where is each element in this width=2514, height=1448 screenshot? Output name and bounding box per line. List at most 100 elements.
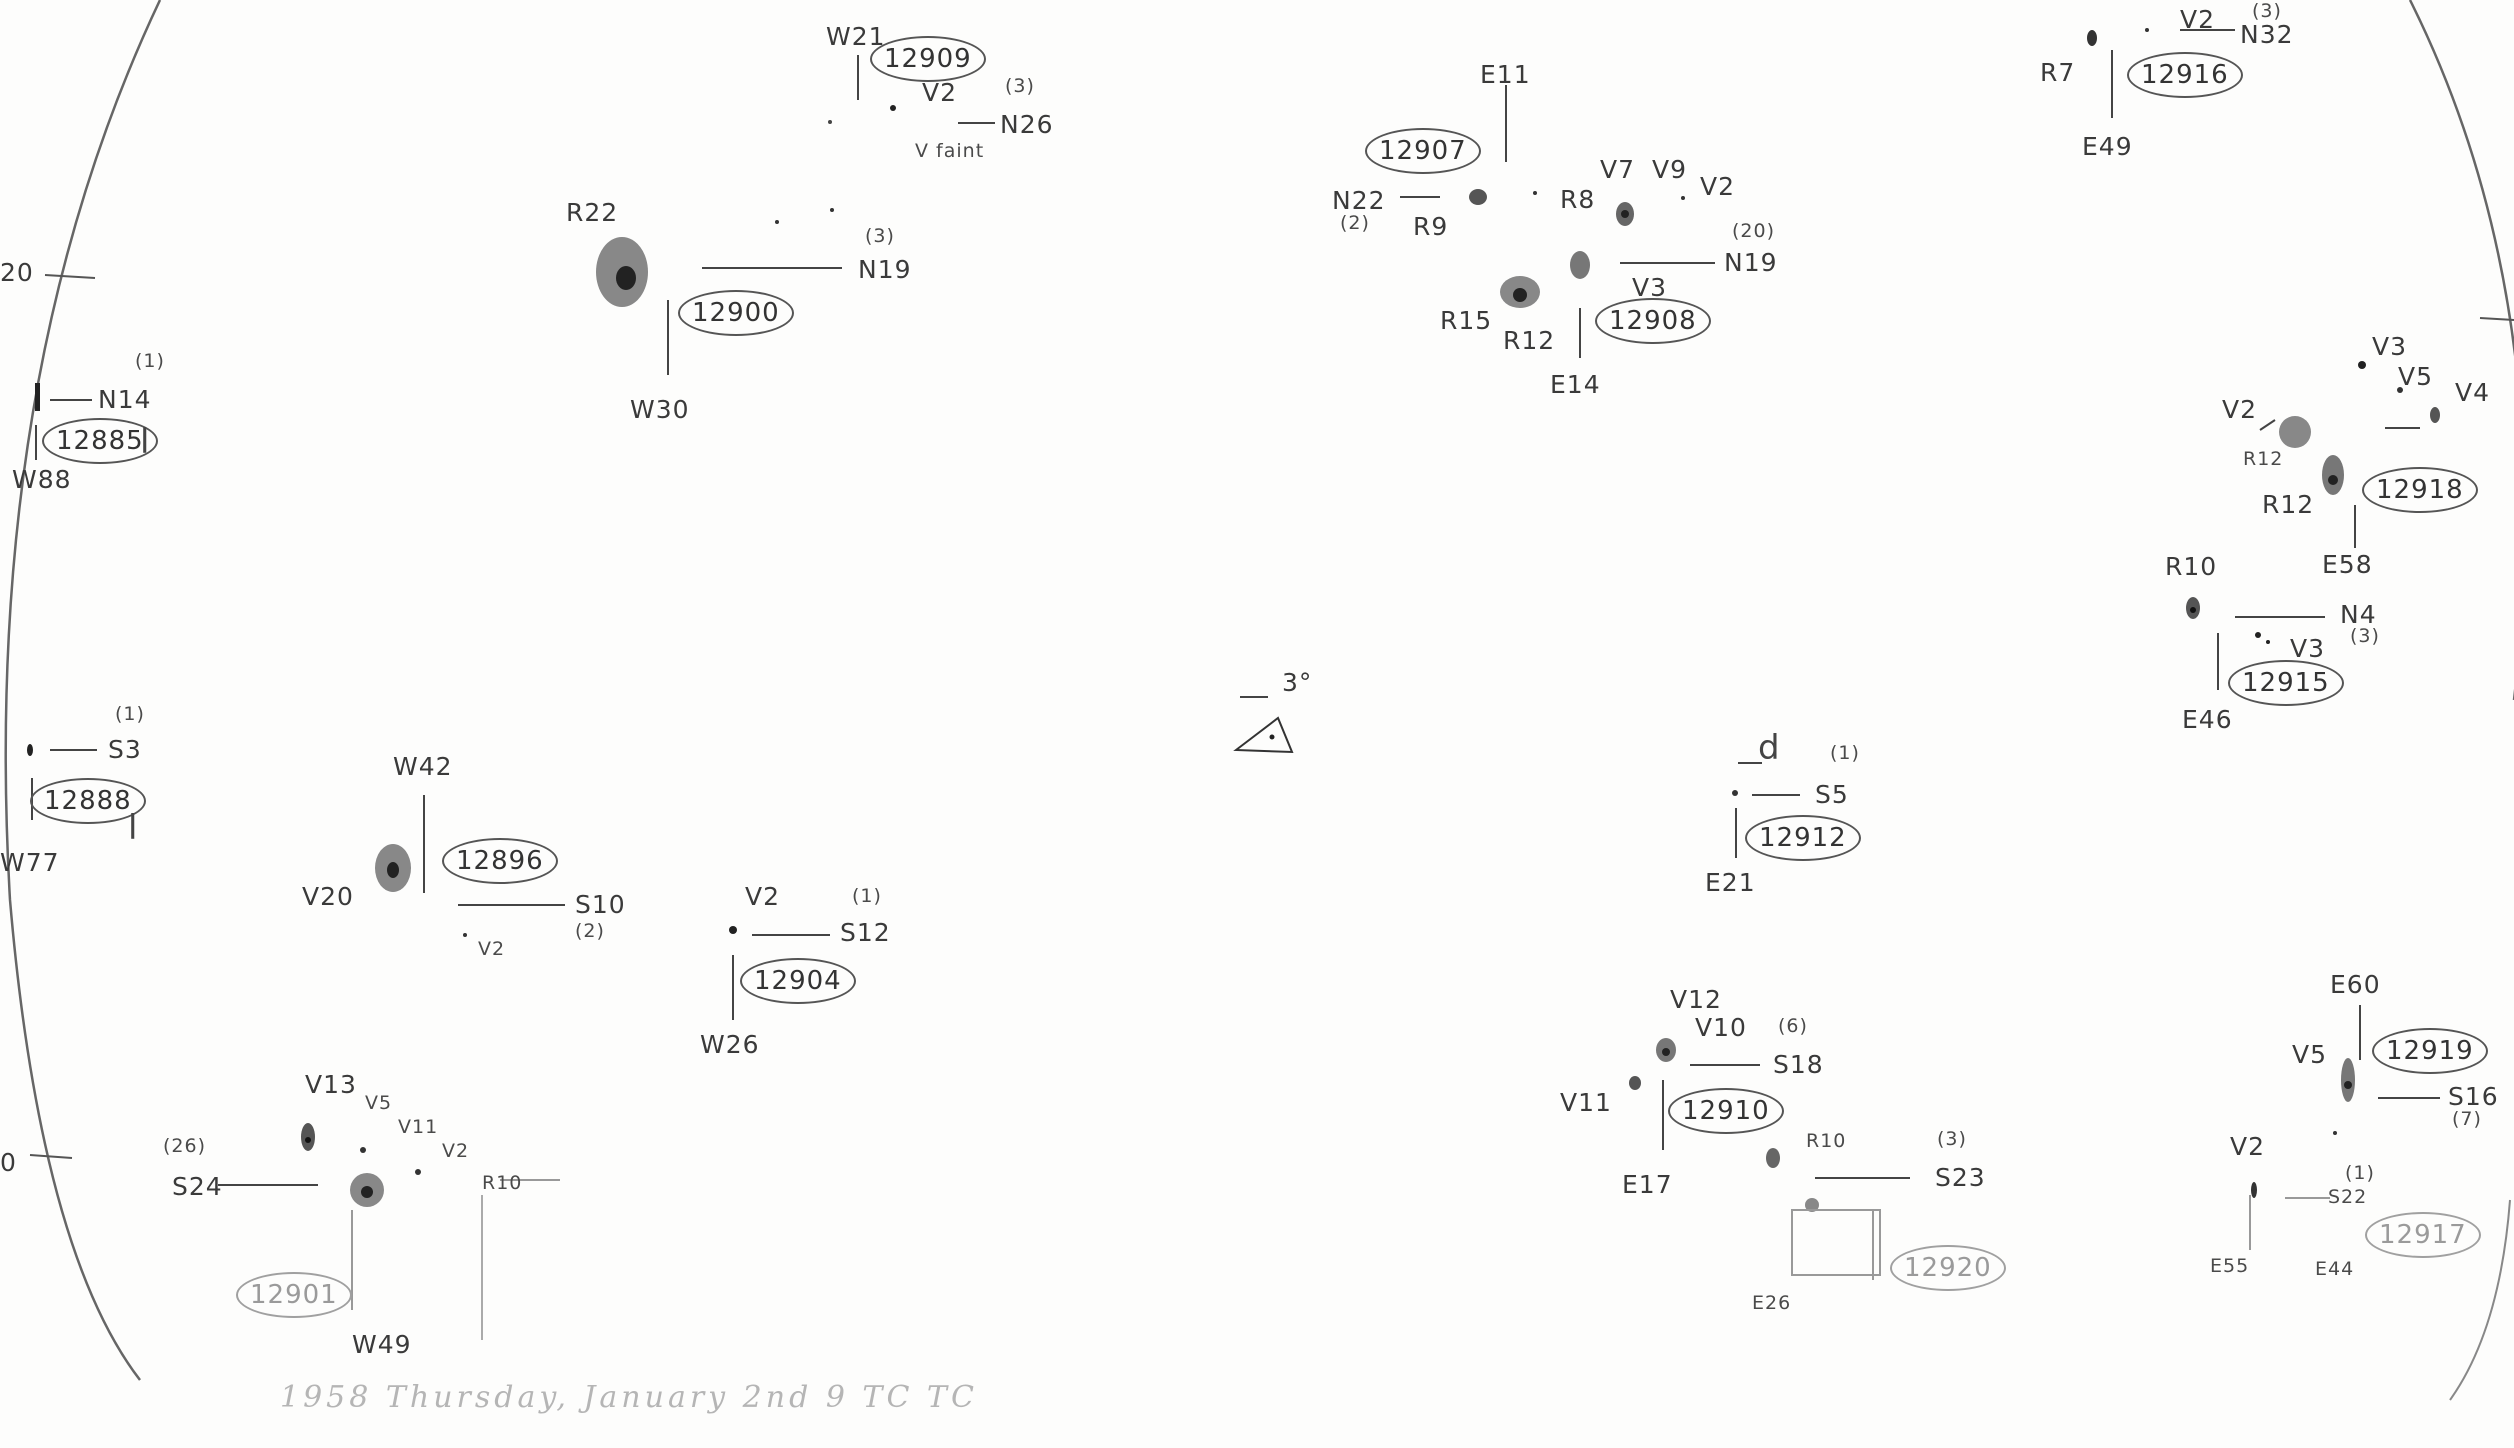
spot-count: (2) <box>1340 212 1370 234</box>
region-number: 12910 <box>1668 1088 1784 1134</box>
longitude-label: W88 <box>12 465 72 494</box>
center-degree-label: 3° <box>1282 668 1313 697</box>
longitude-label: E55 <box>2210 1255 2250 1277</box>
latitude-label: S16 <box>2448 1082 2499 1111</box>
latitude-label: S22 <box>2328 1186 2368 1208</box>
spot-count: (1) <box>1830 742 1860 764</box>
spot-count: (1) <box>135 350 165 372</box>
spot-label-v5: V5 <box>365 1092 393 1114</box>
spot-label-v10: V10 <box>1695 1013 1747 1042</box>
spot-count: (20) <box>1732 220 1776 242</box>
spot-label-v9: V9 <box>1652 155 1688 184</box>
latitude-label: S12 <box>840 918 891 947</box>
spot-note: V faint <box>915 140 985 162</box>
region-number: 12896 <box>442 838 558 884</box>
region-number: 12900 <box>678 290 794 336</box>
group-mark: l <box>128 808 139 848</box>
spot-label-v2: V2 <box>442 1140 470 1162</box>
spot-label-v4: V4 <box>2455 378 2491 407</box>
spot-count: (3) <box>2350 625 2380 647</box>
group-mark: d <box>1758 728 1781 768</box>
spot-label-v2: V2 <box>2222 395 2258 424</box>
spot-label-v20: V20 <box>302 882 354 911</box>
spot-count: (3) <box>2252 0 2282 22</box>
spot-label-v13: V13 <box>305 1070 357 1099</box>
spot-count: (1) <box>2345 1162 2375 1184</box>
spot-label: R10 <box>1806 1130 1847 1152</box>
spot-count: (1) <box>852 885 882 907</box>
region-number: 12885 <box>42 418 158 464</box>
longitude-label: E21 <box>1705 868 1756 897</box>
region-number: 12904 <box>740 958 856 1004</box>
region-number: 12920 <box>1890 1245 2006 1291</box>
spot-count: (26) <box>163 1135 207 1157</box>
latitude-label: N19 <box>858 255 912 284</box>
group-mark: l <box>140 422 151 462</box>
region-number: 12901 <box>236 1272 352 1318</box>
longitude-label: W49 <box>352 1330 412 1359</box>
region-number: 12909 <box>870 36 986 82</box>
spot-label: V2 <box>745 882 781 911</box>
spot-count: (1) <box>115 703 145 725</box>
spot-label-r12a: R12 <box>2243 448 2284 470</box>
spot-label-v11: V11 <box>398 1116 439 1138</box>
latitude-label: S18 <box>1773 1050 1824 1079</box>
latitude-label: N14 <box>98 385 152 414</box>
top-label: E60 <box>2330 970 2381 999</box>
longitude-label: E14 <box>1550 370 1601 399</box>
spot-label-r10: R10 <box>482 1172 523 1194</box>
spot-label: R22 <box>566 198 619 227</box>
spot-label: R7 <box>2040 58 2076 87</box>
latitude-label: S3 <box>108 735 142 764</box>
spot-label: R10 <box>2165 552 2218 581</box>
spot-count: (6) <box>1778 1015 1808 1037</box>
spot-label-v7: V7 <box>1600 155 1636 184</box>
edge-label-20: 20 <box>0 258 34 287</box>
region-number: 12888 <box>30 778 146 824</box>
region-number: 12917 <box>2365 1212 2481 1258</box>
spot-count: (3) <box>1937 1128 1967 1150</box>
latitude-label: S10 <box>575 890 626 919</box>
region-number: 12915 <box>2228 660 2344 706</box>
spot-label-v2: V2 <box>1700 172 1736 201</box>
spot-label-v: V3 <box>2290 634 2326 663</box>
region-number: 12916 <box>2127 52 2243 98</box>
spot-count: (2) <box>575 920 605 942</box>
spot-label: R9 <box>1413 212 1449 241</box>
latitude-label: N32 <box>2240 20 2294 49</box>
spot-label-v2: V2 <box>478 938 506 960</box>
spot-count: (3) <box>865 225 895 247</box>
longitude-label: E17 <box>1622 1170 1673 1199</box>
spot-label: V5 <box>2292 1040 2328 1069</box>
region-number: 12907 <box>1365 128 1481 174</box>
latitude-label: N19 <box>1724 248 1778 277</box>
longitude-label: E58 <box>2322 550 2373 579</box>
latitude-label: N22 <box>1332 186 1386 215</box>
longitude-label: W77 <box>0 848 60 877</box>
longitude-label: W21 <box>826 22 886 51</box>
spot-label-v12: V12 <box>1670 985 1722 1014</box>
latitude-label: N4 <box>2340 600 2377 629</box>
region-number: 12908 <box>1595 298 1711 344</box>
longitude-label: E49 <box>2082 132 2133 161</box>
date-footer: 1958 Thursday, January 2nd 9 TC TC <box>280 1380 978 1415</box>
longitude-label: E46 <box>2182 705 2233 734</box>
region-number: 12912 <box>1745 815 1861 861</box>
latitude-label: S5 <box>1815 780 1849 809</box>
top-label: E11 <box>1480 60 1531 89</box>
longitude-label: E26 <box>1752 1292 1792 1314</box>
latitude-label: S24 <box>172 1172 223 1201</box>
longitude-label: W30 <box>630 395 690 424</box>
spot-label: V2 <box>2230 1132 2266 1161</box>
spot-label-r12b: R12 <box>2262 490 2315 519</box>
spot-label-r15: R15 <box>1440 306 1493 335</box>
region-number: 12919 <box>2372 1028 2488 1074</box>
latitude-label: S23 <box>1935 1163 1986 1192</box>
spot-count: (7) <box>2452 1108 2482 1130</box>
spot-label-v: V2 <box>2180 5 2216 34</box>
spot-label-v11: V11 <box>1560 1088 1612 1117</box>
longitude-label: W42 <box>393 752 453 781</box>
spot-label: V2 <box>922 78 958 107</box>
